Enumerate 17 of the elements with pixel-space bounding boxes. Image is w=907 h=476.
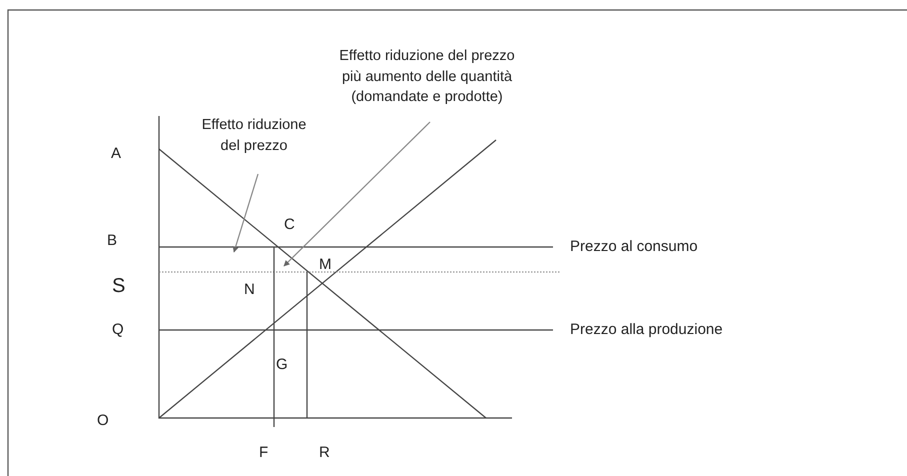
point-letter: C	[284, 215, 295, 235]
point-letter: Q	[112, 320, 124, 340]
callout-text: Effetto riduzione del prezzo	[196, 115, 312, 156]
leader-line	[284, 122, 430, 266]
point-letter: S	[112, 274, 126, 299]
point-letter: O	[97, 411, 109, 431]
point-letter: A	[111, 144, 122, 164]
point-letter: B	[107, 231, 118, 251]
axis-letter: R	[319, 443, 330, 463]
line-label: Prezzo alla produzione	[570, 320, 723, 340]
point-letter: N	[244, 280, 255, 300]
point-letter: M	[319, 255, 332, 275]
axis-letter: F	[259, 443, 268, 463]
leader-line	[232, 174, 259, 253]
line-label: Prezzo al consumo	[570, 237, 698, 257]
point-letter: G	[276, 355, 288, 375]
callout-text: Effetto riduzione del prezzo più aumento delle quantità (domandate e prodotte)	[337, 46, 517, 108]
